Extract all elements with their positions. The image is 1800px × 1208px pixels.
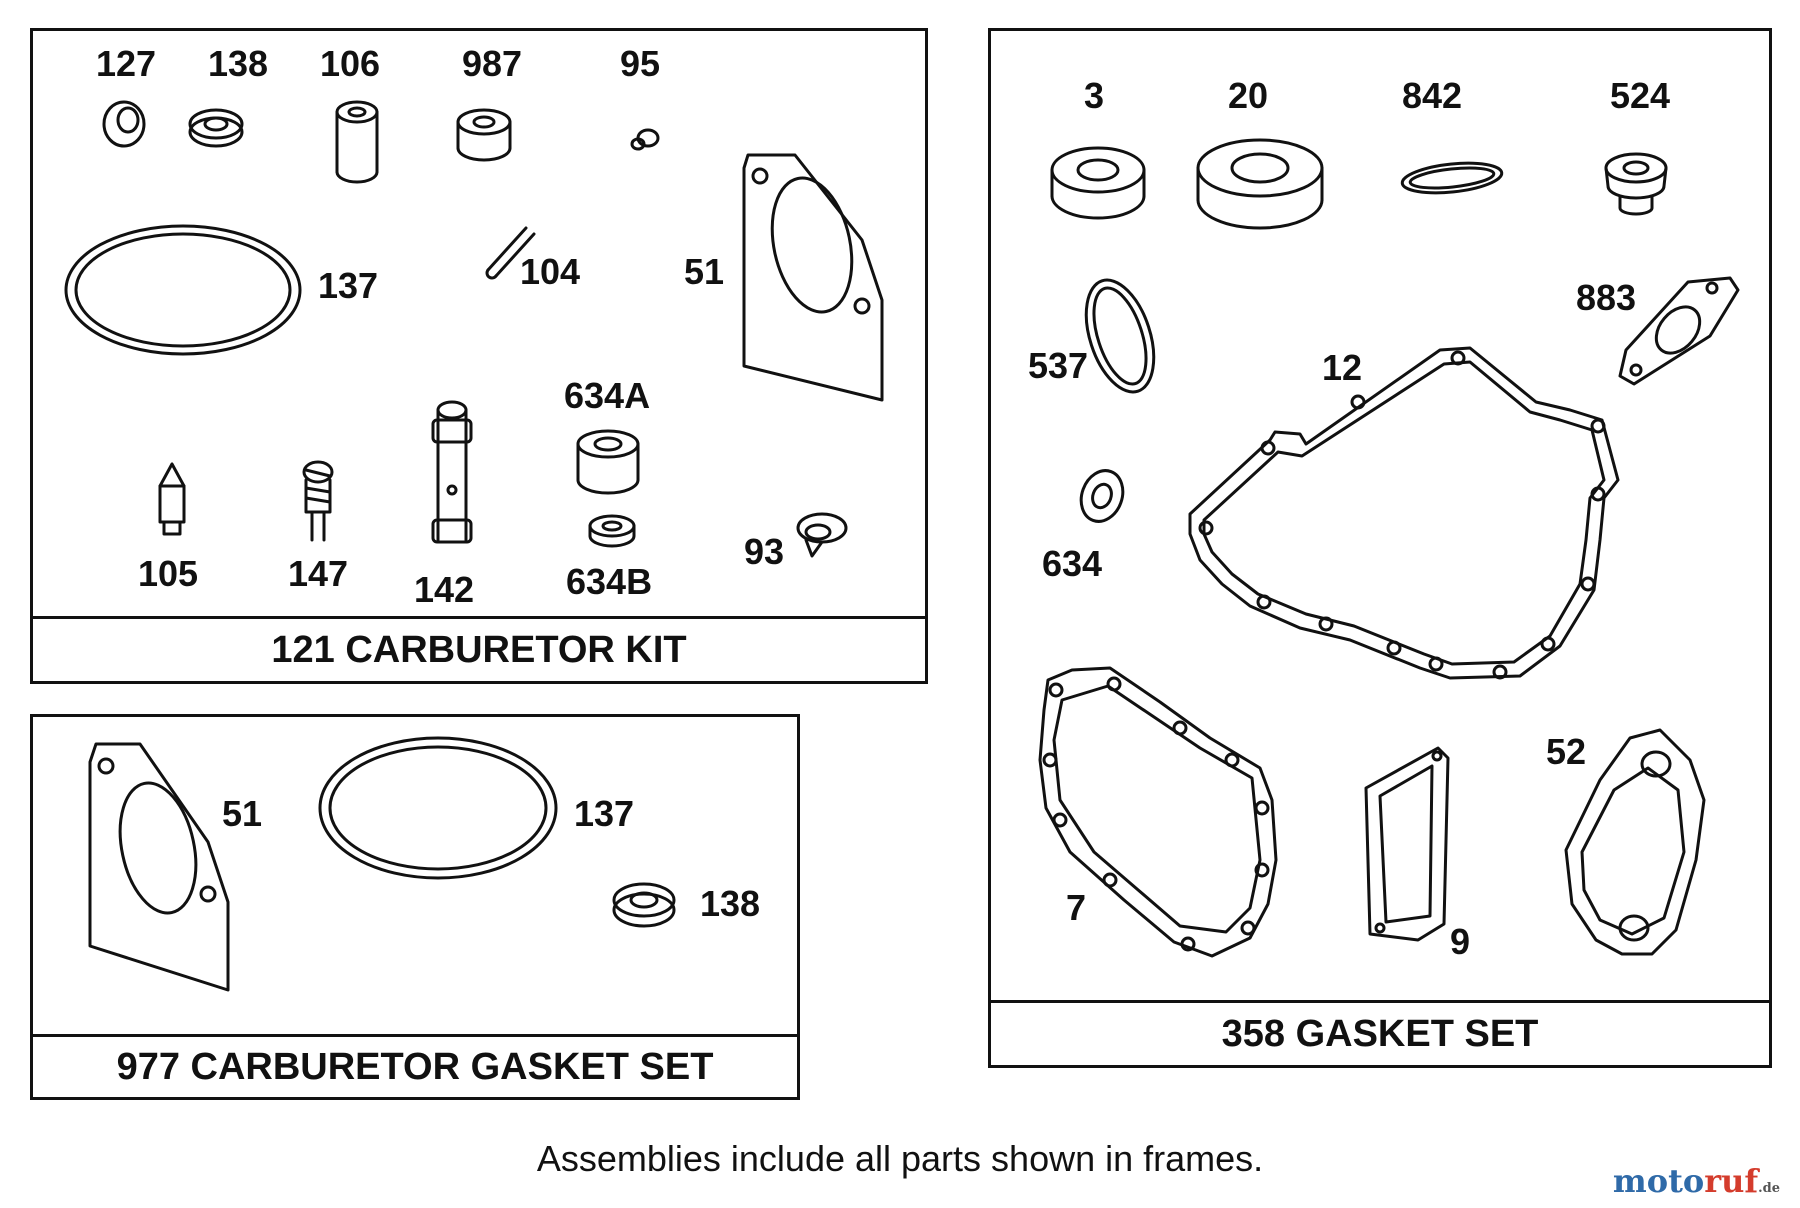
part-147-drawing xyxy=(302,460,334,542)
part-634A-drawing xyxy=(576,429,640,495)
part-51-gasket-drawing xyxy=(88,742,230,992)
part-883-drawing xyxy=(1618,276,1740,386)
label-634B: 634B xyxy=(566,561,653,602)
part-9-drawing xyxy=(1364,746,1450,942)
part-138-drawing xyxy=(188,108,244,148)
label-138: 138 xyxy=(208,43,269,84)
label-634: 634 xyxy=(1042,543,1103,584)
label-51-gasket: 51 xyxy=(222,793,263,834)
part-537-drawing xyxy=(1084,278,1156,394)
label-95: 95 xyxy=(620,43,661,84)
part-51-drawing xyxy=(742,153,884,402)
part-634B-drawing xyxy=(588,514,636,548)
label-883: 883 xyxy=(1576,277,1637,318)
part-105-drawing xyxy=(158,462,186,536)
part-137-drawing xyxy=(64,224,302,356)
carburetor-kit-frame: 121 CARBURETOR KIT xyxy=(30,28,928,684)
label-987: 987 xyxy=(462,43,523,84)
label-7: 7 xyxy=(1066,887,1087,928)
part-842-drawing xyxy=(1400,161,1504,195)
label-137-gasket: 137 xyxy=(574,793,635,834)
part-12-drawing xyxy=(1188,346,1620,680)
assemblies-note: Assemblies include all parts shown in fr… xyxy=(536,1138,1264,1179)
label-634A: 634A xyxy=(564,375,651,416)
label-93: 93 xyxy=(744,531,785,572)
label-52: 52 xyxy=(1546,731,1587,772)
label-9: 9 xyxy=(1450,921,1471,962)
label-142: 142 xyxy=(414,569,475,610)
carburetor-kit-title: 121 CARBURETOR KIT xyxy=(33,616,925,681)
part-104-drawing xyxy=(485,226,536,280)
label-537: 537 xyxy=(1028,345,1089,386)
carburetor-gasket-set-frame: 977 CARBURETOR GASKET SET xyxy=(30,714,800,1100)
label-51: 51 xyxy=(684,251,725,292)
part-634-drawing xyxy=(1079,469,1125,523)
part-93-drawing xyxy=(796,512,848,558)
part-987-drawing xyxy=(456,108,512,162)
part-137-gasket-drawing xyxy=(318,736,558,880)
label-127: 127 xyxy=(96,43,157,84)
label-524: 524 xyxy=(1610,75,1671,116)
label-137: 137 xyxy=(318,265,379,306)
part-127-drawing xyxy=(102,100,146,148)
label-138-gasket: 138 xyxy=(700,883,761,924)
label-20: 20 xyxy=(1228,75,1269,116)
watermark-logo: motoruf.de xyxy=(1612,1162,1780,1200)
label-3: 3 xyxy=(1084,75,1105,116)
part-3-drawing xyxy=(1050,146,1146,220)
part-52-drawing xyxy=(1564,728,1706,956)
gasket-set-frame: 358 GASKET SET xyxy=(988,28,1772,1068)
part-138-gasket-drawing xyxy=(612,882,676,928)
label-12: 12 xyxy=(1322,347,1363,388)
part-20-drawing xyxy=(1196,138,1324,230)
label-842: 842 xyxy=(1402,75,1463,116)
part-106-drawing xyxy=(335,100,379,184)
part-95-drawing xyxy=(630,128,660,151)
label-106: 106 xyxy=(320,43,381,84)
carburetor-gasket-set-title: 977 CARBURETOR GASKET SET xyxy=(33,1034,797,1097)
label-104: 104 xyxy=(520,251,581,292)
gasket-set-title: 358 GASKET SET xyxy=(991,1000,1769,1065)
part-524-drawing xyxy=(1604,152,1668,216)
label-147: 147 xyxy=(288,553,349,594)
part-7-drawing xyxy=(1038,666,1278,958)
label-105: 105 xyxy=(138,553,199,594)
part-142-drawing xyxy=(431,400,473,544)
